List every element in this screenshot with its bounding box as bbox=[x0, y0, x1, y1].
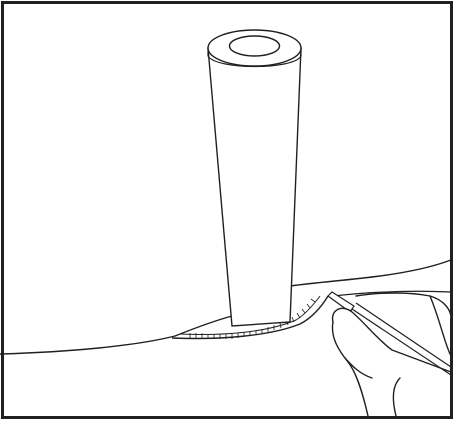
pipe-top-inner bbox=[230, 36, 280, 56]
